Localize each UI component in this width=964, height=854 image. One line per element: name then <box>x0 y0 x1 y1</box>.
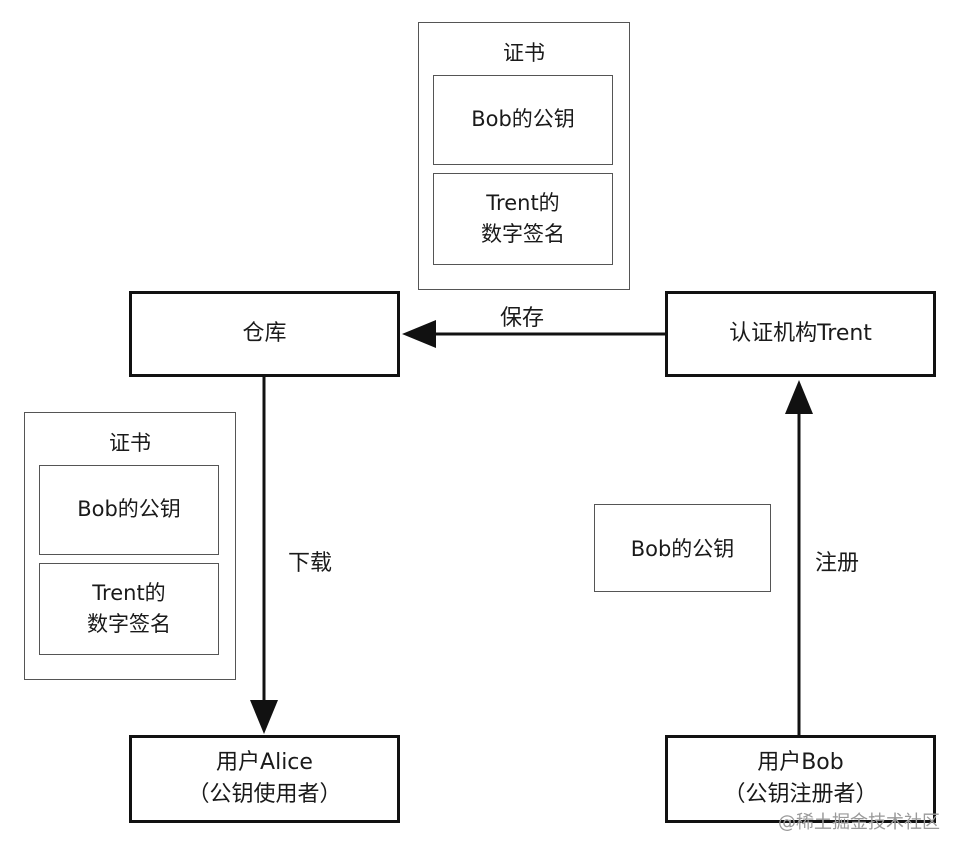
save-label: 保存 <box>500 306 545 331</box>
bob-node: 用户Bob （公钥注册者） <box>665 735 936 823</box>
bob-public-key-box: Bob的公钥 <box>594 504 771 592</box>
certificate-signature: Trent的 数字签名 <box>433 173 613 265</box>
certificate-title: 证书 <box>503 41 545 65</box>
alice-node: 用户Alice （公钥使用者） <box>129 735 400 823</box>
certificate-title: 证书 <box>109 431 151 455</box>
watermark: @稀土掘金技术社区 <box>778 812 940 833</box>
certificate-top: 证书 Bob的公钥 Trent的 数字签名 <box>418 22 630 290</box>
ca-trent-node: 认证机构Trent <box>665 291 936 377</box>
download-label: 下载 <box>288 551 333 576</box>
arrow-save <box>402 320 665 348</box>
arrow-register <box>785 380 813 736</box>
certificate-public-key: Bob的公钥 <box>39 465 219 555</box>
arrow-download <box>250 376 278 734</box>
certificate-public-key: Bob的公钥 <box>433 75 613 165</box>
warehouse-node: 仓库 <box>129 291 400 377</box>
register-label: 注册 <box>815 551 860 576</box>
certificate-signature: Trent的 数字签名 <box>39 563 219 655</box>
certificate-left: 证书 Bob的公钥 Trent的 数字签名 <box>24 412 236 680</box>
